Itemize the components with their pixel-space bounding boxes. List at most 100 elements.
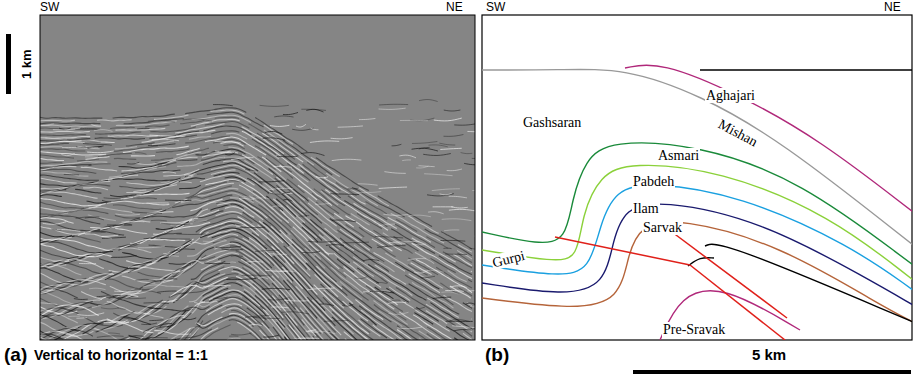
seismic-noise bbox=[161, 223, 190, 224]
seismic-noise bbox=[326, 244, 344, 246]
seismic-noise bbox=[224, 157, 250, 158]
seismic-noise bbox=[213, 297, 228, 298]
seismic-reflector bbox=[40, 179, 472, 340]
seismic-noise bbox=[85, 255, 102, 257]
seismic-noise bbox=[121, 221, 144, 223]
seismic-noise bbox=[419, 165, 435, 167]
horizon-line bbox=[700, 69, 912, 70]
seismic-noise bbox=[68, 316, 80, 317]
seismic-noise bbox=[50, 330, 60, 332]
seismic-noise bbox=[151, 220, 167, 222]
fault-line bbox=[555, 237, 690, 265]
seismic-noise bbox=[316, 177, 328, 178]
seismic-noise bbox=[461, 153, 473, 154]
seismic-noise bbox=[101, 308, 119, 309]
seismic-noise bbox=[183, 119, 212, 121]
seismic-noise bbox=[156, 327, 169, 329]
seismic-noise bbox=[310, 128, 318, 130]
seismic-noise bbox=[215, 151, 230, 152]
seismic-noise bbox=[240, 227, 266, 229]
seismic-noise bbox=[132, 212, 162, 214]
seismic-noise bbox=[245, 170, 257, 172]
direction-label: SW bbox=[40, 1, 59, 14]
seismic-noise bbox=[324, 320, 348, 322]
seismic-noise bbox=[144, 302, 169, 304]
seismic-noise bbox=[442, 219, 472, 221]
seismic-noise bbox=[203, 286, 230, 287]
seismic-noise bbox=[390, 300, 405, 302]
seismic-reflector bbox=[40, 324, 472, 340]
seismic-noise bbox=[176, 135, 185, 137]
seismic-noise bbox=[133, 190, 146, 192]
seismic-noise bbox=[259, 181, 285, 182]
seismic-reflector bbox=[40, 251, 472, 340]
horizon-line bbox=[625, 65, 912, 212]
seismic-reflector bbox=[40, 274, 472, 340]
seismic-noise bbox=[236, 225, 246, 226]
seismic-noise bbox=[407, 259, 426, 261]
seismic-noise bbox=[332, 220, 356, 222]
seismic-noise bbox=[262, 288, 290, 289]
seismic-noise bbox=[143, 167, 166, 169]
fault-line bbox=[672, 232, 787, 318]
seismic-section bbox=[40, 15, 475, 340]
seismic-noise bbox=[135, 279, 155, 280]
seismic-noise bbox=[263, 138, 286, 140]
seismic-noise bbox=[383, 214, 408, 215]
seismic-noise bbox=[251, 198, 269, 199]
seismic-noise bbox=[451, 207, 468, 208]
seismic-noise bbox=[412, 141, 437, 143]
seismic-noise bbox=[229, 181, 241, 182]
seismic-noise bbox=[79, 263, 96, 264]
formation-label: Gurpi bbox=[490, 248, 527, 271]
scale-label: 5 km bbox=[752, 347, 786, 364]
formation-label: Pabdeh bbox=[632, 174, 675, 189]
formation-label: Ilam bbox=[632, 201, 660, 216]
seismic-noise bbox=[85, 156, 97, 158]
seismic-noise bbox=[155, 162, 168, 164]
seismic-noise bbox=[440, 148, 461, 149]
seismic-noise bbox=[253, 317, 280, 318]
panel-frame bbox=[482, 15, 912, 340]
seismic-noise bbox=[449, 196, 467, 198]
seismic-noise bbox=[149, 319, 163, 321]
seismic-noise bbox=[454, 124, 475, 125]
seismic-noise bbox=[466, 303, 475, 304]
seismic-noise bbox=[231, 333, 251, 335]
seismic-reflector bbox=[40, 188, 472, 340]
seismic-noise bbox=[160, 238, 190, 240]
seismic-noise bbox=[414, 307, 425, 309]
formation-label: Aghajari bbox=[705, 88, 756, 103]
seismic-noise bbox=[355, 277, 368, 279]
seismic-noise bbox=[428, 212, 443, 214]
seismic-noise bbox=[445, 253, 467, 255]
horizon-line bbox=[705, 244, 912, 322]
seismic-noise bbox=[77, 313, 104, 316]
seismic-noise bbox=[80, 128, 98, 130]
seismic-noise bbox=[91, 124, 101, 126]
seismic-noise bbox=[242, 275, 271, 277]
seismic-noise bbox=[40, 303, 57, 305]
seismic-noise bbox=[306, 331, 319, 332]
seismic-reflector bbox=[40, 195, 472, 340]
seismic-reflector bbox=[40, 197, 472, 340]
seismic-noise bbox=[432, 189, 460, 191]
seismic-noise bbox=[270, 125, 289, 126]
seismic-noise bbox=[117, 307, 126, 309]
seismic-noise bbox=[61, 153, 74, 155]
seismic-noise bbox=[470, 307, 475, 309]
seismic-noise bbox=[245, 316, 270, 318]
seismic-noise bbox=[338, 126, 363, 127]
seismic-noise bbox=[111, 256, 137, 258]
seismic-noise bbox=[104, 196, 128, 198]
seismic-noise bbox=[444, 110, 461, 111]
seismic-reflector bbox=[40, 317, 472, 340]
seismic-noise bbox=[269, 188, 293, 189]
seismic-noise bbox=[357, 192, 381, 193]
seismic-noise bbox=[115, 214, 140, 215]
direction-label: NE bbox=[884, 1, 901, 14]
seismic-noise bbox=[274, 166, 292, 168]
seismic-noise bbox=[379, 224, 395, 226]
seismic-noise bbox=[203, 239, 226, 241]
